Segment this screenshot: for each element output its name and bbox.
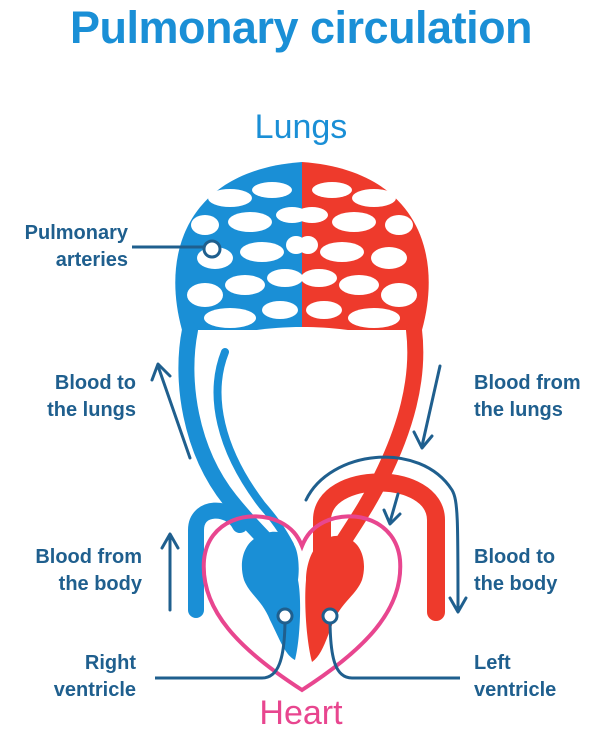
blood-from-body-label: Blood from the body — [35, 546, 142, 595]
heart-label: Heart — [259, 694, 343, 732]
arrow-blood-from-body — [160, 532, 180, 612]
heart-outline — [201, 514, 403, 693]
blood-to-lungs-label: Blood to the lungs — [47, 372, 136, 421]
left-heart-chambers — [305, 535, 365, 662]
right-heart-chambers — [241, 531, 301, 660]
left-ventricle-label: Left ventricle — [474, 652, 557, 701]
pulmonary-artery-vessel — [178, 322, 278, 553]
diagram-title: Pulmonary circulation — [69, 2, 533, 53]
callout-left-ventricle — [321, 607, 460, 680]
pulmonary-arteries-label: Pulmonary arteries — [24, 222, 128, 271]
lungs-label: Lungs — [254, 108, 348, 146]
lung-capillaries-deoxygenated — [175, 162, 302, 330]
blood-from-lungs-label: Blood from the lungs — [474, 372, 581, 421]
arrow-blood-to-lungs — [150, 362, 192, 460]
arrow-blood-from-lungs — [412, 364, 442, 450]
callout-right-ventricle — [155, 607, 294, 680]
callout-pulmonary-arteries — [132, 239, 222, 259]
right-ventricle-label: Right ventricle — [53, 652, 136, 701]
aorta-vessel — [313, 473, 445, 621]
blood-to-body-label: Blood to the body — [474, 546, 558, 595]
lung-capillaries-oxygenated — [302, 162, 429, 330]
arrow-aorta-arch — [304, 455, 468, 614]
